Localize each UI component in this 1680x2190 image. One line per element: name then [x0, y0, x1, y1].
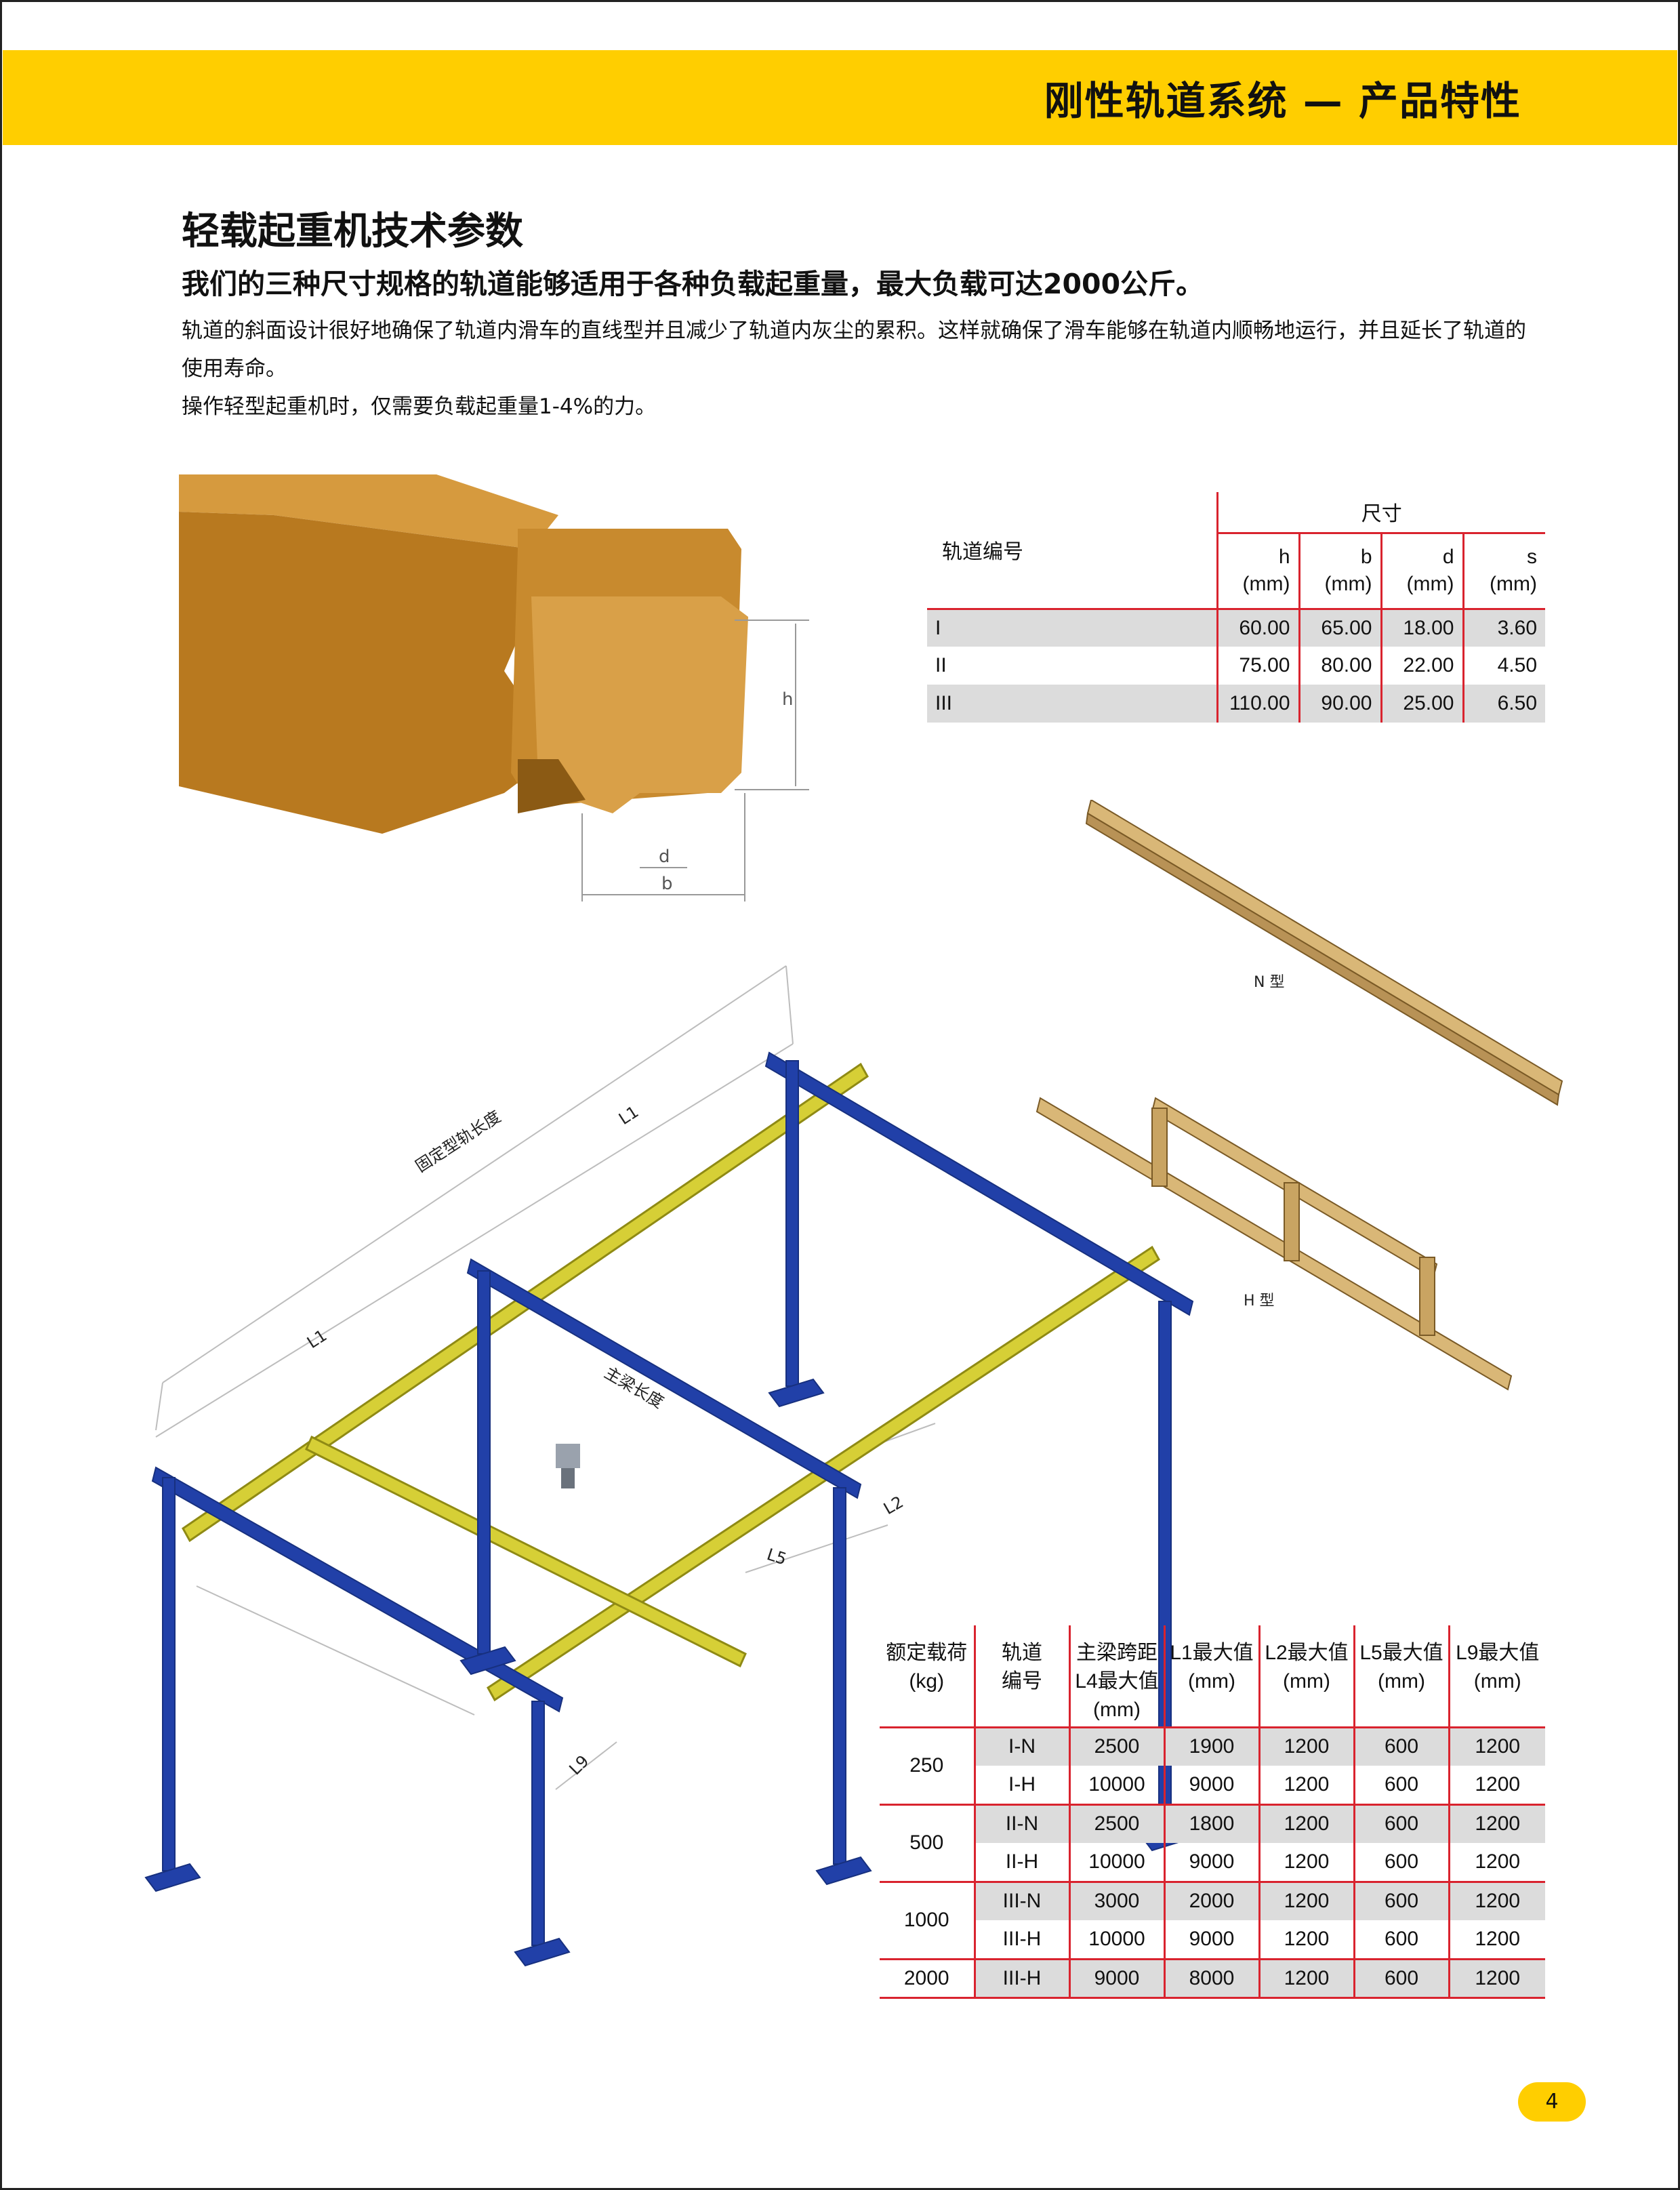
label-l1-top: L1 [615, 1102, 642, 1129]
rail-top-face [179, 474, 558, 549]
table-row: I 60.00 65.00 18.00 3.60 [927, 609, 1545, 647]
rail-end-inner [531, 596, 748, 813]
dimension-label-h: h [782, 689, 793, 710]
load-header-l9: L9最大值(mm) [1448, 1625, 1545, 1728]
label-fixed-rail-length: 固定型轨长度 [412, 1107, 504, 1176]
h-type-rail [1036, 1097, 1513, 1391]
header-title: 刚性轨道系统 — 产品特性 [1044, 78, 1521, 124]
dim-header-h: h(mm) [1216, 533, 1299, 610]
section-title: 轻载起重机技术参数 [182, 209, 523, 254]
table-row: 250 I-N 2500 1900 1200 600 1200 [880, 1727, 1545, 1806]
intro-paragraph-2: 操作轻型起重机时，仅需要负载起重量1-4%的力。 [182, 394, 657, 419]
n-type-rail [1085, 800, 1563, 1106]
dimension-label-d: d [659, 847, 670, 867]
dim-header-code: 轨道编号 [927, 492, 1217, 610]
table-row: II 75.00 80.00 22.00 4.50 [927, 647, 1545, 685]
rail-profile-illustrations: N 型 H 型 [1036, 800, 1563, 1391]
page-number-badge: 4 [1518, 2082, 1586, 2122]
header-band: 刚性轨道系统 — 产品特性 [3, 50, 1677, 145]
table-row: I-H 10000 9000 1200 600 1200 [880, 1766, 1545, 1806]
load-header-rated-load: 额定载荷(kg) [880, 1625, 975, 1728]
dim-header-group: 尺寸 [1216, 492, 1545, 534]
table-row: III 110.00 90.00 25.00 6.50 [927, 685, 1545, 723]
main-beams [151, 1051, 1194, 1713]
load-header-rail-code: 轨道编号 [973, 1625, 1069, 1728]
table-row: 2000 III-H 9000 8000 1200 600 1200 [880, 1959, 1545, 1999]
label-h-type: H 型 [1244, 1293, 1275, 1310]
label-l2: L2 [880, 1493, 907, 1519]
table-row: 500 II-N 2500 1800 1200 600 1200 [880, 1804, 1545, 1883]
load-header-l1: L1最大值(mm) [1163, 1625, 1259, 1728]
rail-dimension-table: 轨道编号 尺寸 h(mm) b(mm) d(mm) s(mm) I 60.00 … [927, 492, 1545, 723]
intro-paragraph-1: 轨道的斜面设计很好地确保了轨道内滑车的直线型并且减少了轨道内灰尘的累积。这样就确… [182, 319, 1526, 381]
table-row: 1000 III-N 3000 2000 1200 600 1200 [880, 1882, 1545, 1960]
hoist [556, 1444, 580, 1488]
label-l9: L9 [565, 1751, 592, 1779]
dimension-lines [155, 965, 936, 1790]
label-n-type: N 型 [1254, 974, 1284, 991]
table-row: II-H 10000 9000 1200 600 1200 [880, 1843, 1545, 1883]
dim-header-b: b(mm) [1298, 533, 1381, 610]
rail-slot-shadow [518, 759, 586, 813]
dimension-label-b: b [661, 874, 673, 894]
intro-body: 轨道的斜面设计很好地确保了轨道内滑车的直线型并且减少了轨道内灰尘的累积。这样就确… [182, 312, 1537, 426]
rail-cross-section-figure: h d b [179, 474, 809, 901]
label-l1-left: L1 [304, 1326, 330, 1352]
dim-header-s: s(mm) [1462, 533, 1545, 610]
load-header-l2: L2最大值(mm) [1258, 1625, 1354, 1728]
load-header-l5: L5最大值(mm) [1353, 1625, 1449, 1728]
table-row: III-H 10000 9000 1200 600 1200 [880, 1920, 1545, 1960]
intro-lead: 我们的三种尺寸规格的轨道能够适用于各种负载起重量，最大负载可达2000公斤。 [182, 268, 1204, 300]
rail-side-face [179, 512, 558, 834]
dim-header-d: d(mm) [1380, 533, 1463, 610]
